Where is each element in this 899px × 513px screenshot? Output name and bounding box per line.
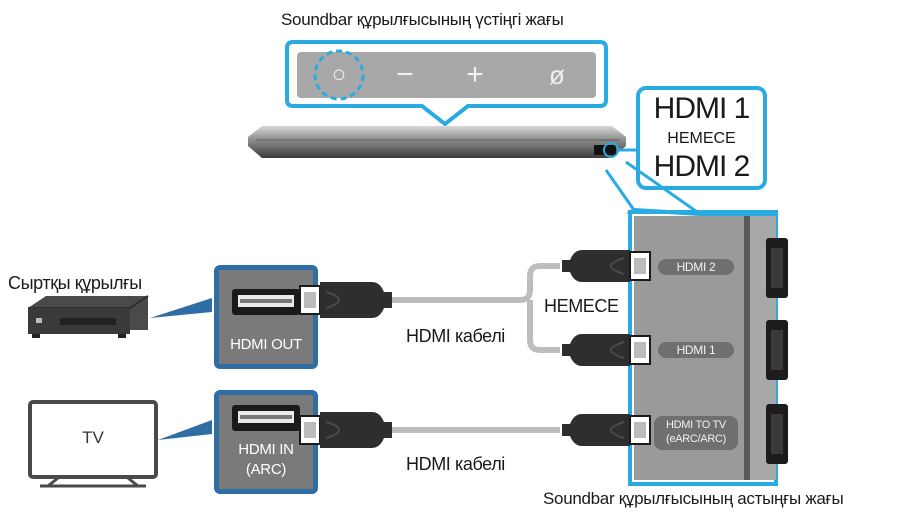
arc-label: (ARC)	[245, 461, 287, 478]
rear-port-hdmi1	[766, 320, 788, 380]
lower-cable-label: HDMI кабелі	[406, 454, 505, 474]
hdmi-callout-box	[618, 86, 767, 190]
external-device-illustration	[28, 295, 212, 338]
top-control-panel	[285, 40, 608, 127]
hdmi-in-port-box	[214, 390, 318, 494]
tv-illustration	[28, 400, 212, 488]
volume-up-icon: +	[466, 58, 484, 91]
hdmi-out-port-box	[214, 265, 318, 369]
rear-port-hdmi-to-tv	[766, 404, 788, 464]
hdmi-plug-left-lower	[299, 412, 392, 448]
power-button-icon: ○	[331, 61, 347, 88]
callout-hdmi1: HDMI 1	[653, 92, 751, 125]
or-label: HEMECE	[544, 296, 619, 316]
rear-hdmi-to-tv-line2: (eARC/ARC)	[666, 433, 726, 445]
upper-cable-label: HDMI кабелі	[406, 326, 505, 346]
volume-down-icon: −	[396, 58, 414, 91]
external-device-label: Сыртқы құрылғы	[8, 273, 142, 293]
top-panel-title: Soundbar құрылғысының үстіңгі жағы	[281, 10, 564, 29]
callout-hdmi2: HDMI 2	[653, 150, 751, 183]
hdmi-out-label: HDMI OUT	[230, 336, 302, 353]
rear-panel-title: Soundbar құрылғысының астыңғы жағы	[543, 489, 844, 508]
hdmi-plug-right-tv	[562, 414, 651, 446]
hdmi-in-label: HDMI IN	[238, 441, 294, 458]
cable-upper	[390, 263, 560, 353]
mute-icon: ø	[549, 60, 565, 90]
power-button-highlight	[313, 49, 365, 101]
rear-hdmi1-label: HDMI 1	[658, 342, 734, 358]
hdmi-plug-right-hdmi2	[562, 250, 651, 282]
soundbar-body	[248, 126, 626, 158]
hdmi-plug-left-upper	[299, 282, 392, 318]
hdmi-plug-right-hdmi1	[562, 334, 651, 366]
rear-port-hdmi2	[766, 238, 788, 298]
tv-label: TV	[82, 428, 104, 447]
rear-hdmi-to-tv-line1: HDMI TO TV	[666, 419, 726, 431]
rear-hdmi2-label: HDMI 2	[658, 259, 734, 275]
rear-hdmi-to-tv-label: HDMI TO TV (eARC/ARC)	[654, 416, 738, 450]
callout-or: HEMECE	[667, 130, 736, 147]
